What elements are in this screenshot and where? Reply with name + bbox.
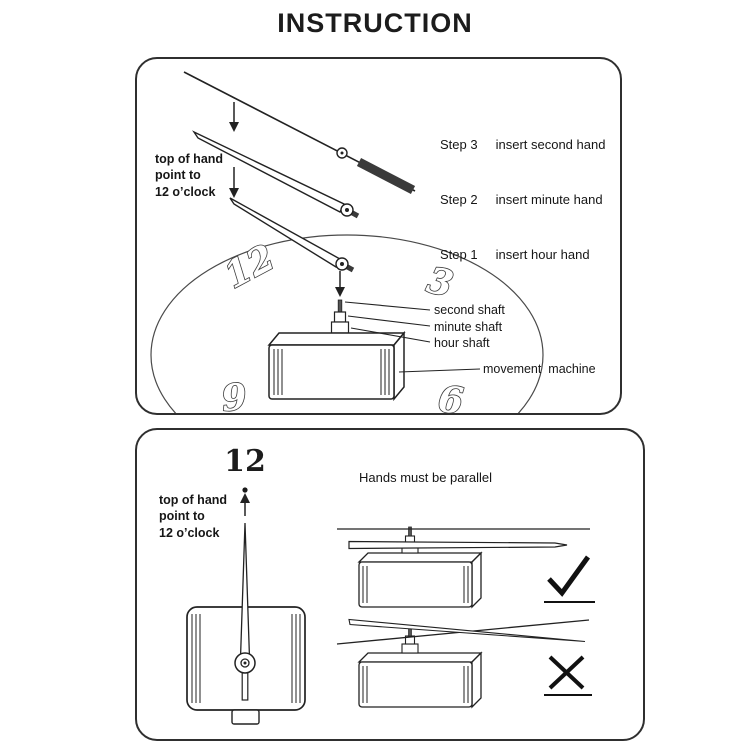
alignment-dot <box>242 487 248 493</box>
step-name: Step 3 <box>440 137 478 152</box>
up-arrow-icon <box>240 493 250 516</box>
shaft-label-hour: hour shaft <box>434 336 490 350</box>
step-name: Step 1 <box>440 247 478 262</box>
step-action: insert minute hand <box>495 192 603 207</box>
vertical-hand <box>234 522 256 701</box>
shaft-label-second: second shaft <box>434 303 505 317</box>
step-row-2: Step 2 insert minute hand <box>440 192 603 207</box>
clock-number-12: 12 <box>218 236 282 297</box>
parallel-example <box>337 526 590 609</box>
x-icon <box>544 655 592 696</box>
shaft-drawing <box>330 299 350 334</box>
machine-label: movement machine <box>483 362 596 376</box>
clock-face-arc <box>150 234 544 413</box>
crossed-example <box>336 618 590 709</box>
second-hand <box>183 71 416 194</box>
alignment-panel: 12 top of hand point to 12 o’clock Hands… <box>135 428 645 741</box>
assembly-panel: 12 3 9 6 <box>135 57 622 415</box>
down-arrow-icon <box>229 167 239 198</box>
clock-number-9: 9 <box>220 376 249 413</box>
big-twelve: 12 <box>224 444 266 479</box>
down-arrow-icon <box>335 271 345 297</box>
page-title: INSTRUCTION <box>277 8 473 38</box>
step-row-3: Step 3 insert second hand <box>440 137 605 152</box>
hour-hand <box>229 197 355 273</box>
leader-lines <box>344 301 481 373</box>
assembly-drawing: 12 3 9 6 <box>150 71 544 413</box>
down-arrow-icon <box>229 102 239 132</box>
hand-position-note: top of hand point to 12 o’clock <box>159 493 228 540</box>
clock-number-3: 3 <box>423 259 457 306</box>
movement-machine-drawing <box>267 330 406 402</box>
step-row-1: Step 1 insert hour hand <box>440 247 590 262</box>
alignment-drawing <box>186 487 595 725</box>
check-icon <box>544 555 595 603</box>
shaft-label-minute: minute shaft <box>434 320 503 334</box>
step-name: Step 2 <box>440 192 478 207</box>
clock-number-6: 6 <box>436 378 465 413</box>
minute-hand <box>192 130 360 219</box>
hand-position-note: top of hand point to 12 o’clock <box>155 152 224 199</box>
parallel-note: Hands must be parallel <box>359 470 492 485</box>
step-action: insert hour hand <box>495 247 590 262</box>
step-action: insert second hand <box>495 137 606 152</box>
